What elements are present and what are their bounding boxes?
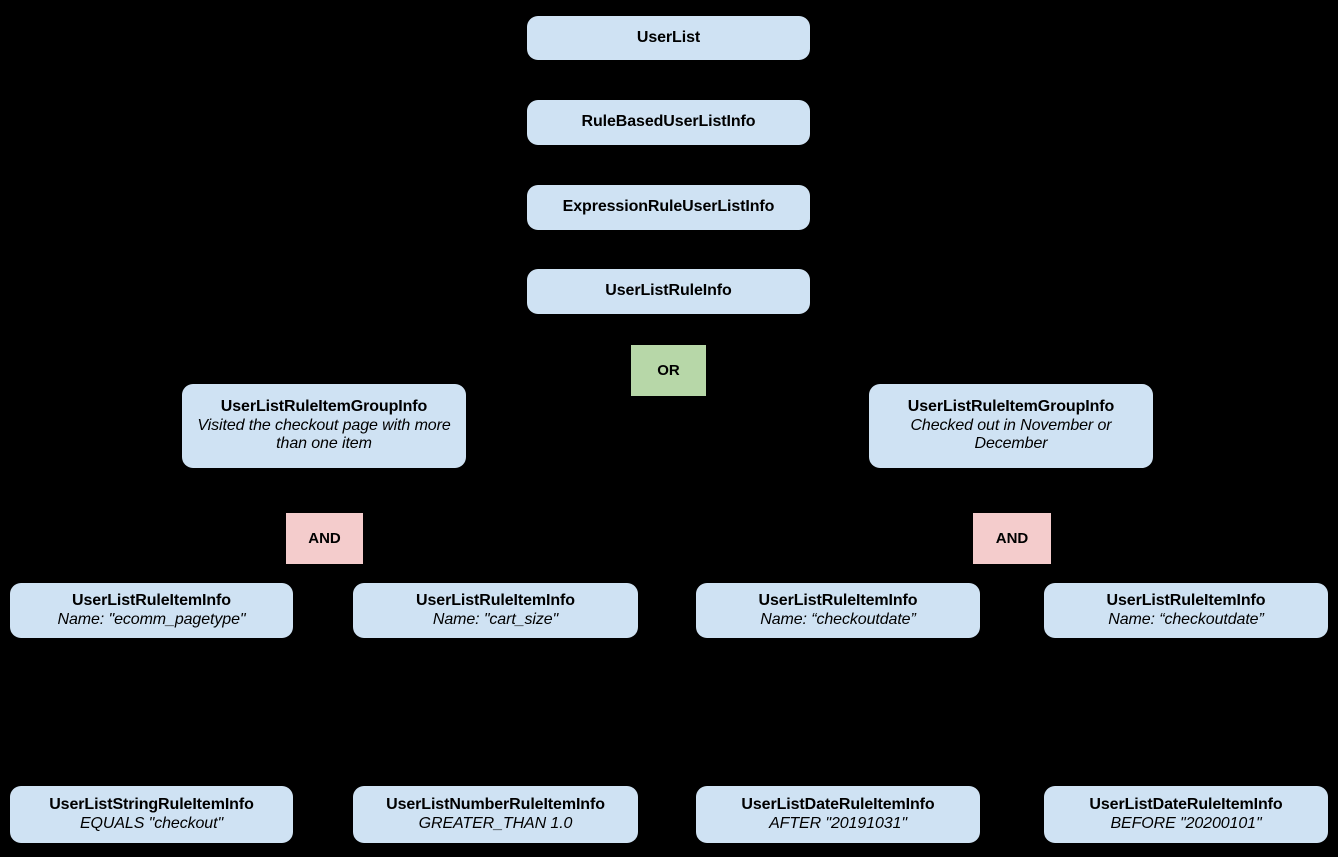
edge-and-left-item1 bbox=[150, 537, 287, 581]
node-rule-item-4-subtitle: Name: “checkoutdate” bbox=[1108, 610, 1264, 628]
node-leaf-date-rule-item-after-title: UserListDateRuleItemInfo bbox=[741, 795, 935, 813]
arrow-item4-leaf4 bbox=[1179, 776, 1193, 789]
node-expressionruleuserlistinfo-title: ExpressionRuleUserListInfo bbox=[562, 198, 775, 216]
node-operator-or[interactable]: OR bbox=[631, 345, 706, 396]
node-leaf-string-rule-item[interactable]: UserListStringRuleItemInfo EQUALS "check… bbox=[10, 786, 293, 843]
node-rule-item-4[interactable]: UserListRuleItemInfo Name: “checkoutdate… bbox=[1044, 583, 1328, 638]
node-group-right-title: UserListRuleItemGroupInfo bbox=[907, 397, 1115, 415]
node-rulebaseduserlistinfo-title: RuleBasedUserListInfo bbox=[581, 113, 756, 131]
node-leaf-date-rule-item-after[interactable]: UserListDateRuleItemInfo AFTER "20191031… bbox=[696, 786, 980, 843]
node-operator-and-right[interactable]: AND bbox=[973, 513, 1051, 564]
arrow-item1-leaf1 bbox=[144, 776, 158, 789]
edge-or-group-left bbox=[323, 366, 631, 381]
node-rule-item-2[interactable]: UserListRuleItemInfo Name: "cart_size" bbox=[353, 583, 638, 638]
node-rule-item-1[interactable]: UserListRuleItemInfo Name: "ecomm_pagety… bbox=[10, 583, 293, 638]
node-rule-item-2-subtitle: Name: "cart_size" bbox=[432, 610, 559, 628]
node-rule-item-2-title: UserListRuleItemInfo bbox=[416, 591, 575, 609]
arrow-userlist-rulebased bbox=[661, 90, 675, 103]
node-userlist[interactable]: UserList bbox=[527, 16, 810, 60]
edge-and-right-item4 bbox=[1050, 537, 1187, 581]
node-group-left-title: UserListRuleItemGroupInfo bbox=[220, 397, 428, 415]
node-leaf-number-rule-item[interactable]: UserListNumberRuleItemInfo GREATER_THAN … bbox=[353, 786, 638, 843]
node-rule-item-1-title: UserListRuleItemInfo bbox=[72, 591, 231, 609]
node-rule-item-1-subtitle: Name: "ecomm_pagetype" bbox=[57, 610, 246, 628]
node-userlist-title: UserList bbox=[636, 28, 701, 46]
node-userlistruleinfo[interactable]: UserListRuleInfo bbox=[527, 269, 810, 314]
arrow-rulebased-expression bbox=[661, 175, 675, 188]
node-rule-item-3-title: UserListRuleItemInfo bbox=[758, 591, 918, 609]
node-rule-item-3[interactable]: UserListRuleItemInfo Name: “checkoutdate… bbox=[696, 583, 980, 638]
node-operator-and-left-label: AND bbox=[308, 529, 341, 547]
node-group-right-subtitle: Checked out in November or December bbox=[910, 416, 1112, 453]
node-rulebaseduserlistinfo[interactable]: RuleBasedUserListInfo bbox=[527, 100, 810, 145]
node-operator-and-left[interactable]: AND bbox=[286, 513, 363, 564]
arrow-item3-leaf3 bbox=[831, 776, 845, 789]
arrow-item2-leaf2 bbox=[488, 776, 502, 789]
edge-and-left-item2 bbox=[362, 537, 496, 581]
edge-or-group-right bbox=[706, 366, 1012, 381]
node-rule-item-4-title: UserListRuleItemInfo bbox=[1106, 591, 1266, 609]
node-leaf-date-rule-item-before-title: UserListDateRuleItemInfo bbox=[1089, 795, 1283, 813]
node-leaf-string-rule-item-subtitle: EQUALS "checkout" bbox=[79, 814, 224, 832]
node-leaf-number-rule-item-title: UserListNumberRuleItemInfo bbox=[386, 795, 605, 813]
node-operator-and-right-label: AND bbox=[995, 529, 1029, 547]
node-userlistruleinfo-title: UserListRuleInfo bbox=[605, 282, 732, 300]
node-leaf-number-rule-item-subtitle: GREATER_THAN 1.0 bbox=[418, 814, 573, 832]
node-leaf-date-rule-item-before[interactable]: UserListDateRuleItemInfo BEFORE "2020010… bbox=[1044, 786, 1328, 843]
node-operator-or-label: OR bbox=[657, 361, 680, 379]
node-rule-item-3-subtitle: Name: “checkoutdate” bbox=[760, 610, 916, 628]
arrow-or-group-left bbox=[315, 370, 333, 386]
arrow-or-group-right bbox=[1002, 370, 1020, 386]
node-expressionruleuserlistinfo[interactable]: ExpressionRuleUserListInfo bbox=[527, 185, 810, 230]
node-leaf-string-rule-item-title: UserListStringRuleItemInfo bbox=[49, 795, 254, 813]
node-group-left[interactable]: UserListRuleItemGroupInfo Visited the ch… bbox=[182, 384, 466, 468]
node-group-left-subtitle: Visited the checkout page with more than… bbox=[197, 416, 451, 453]
edge-and-right-item3 bbox=[837, 537, 974, 581]
node-leaf-date-rule-item-before-subtitle: BEFORE "20200101" bbox=[1110, 814, 1262, 832]
node-group-right[interactable]: UserListRuleItemGroupInfo Checked out in… bbox=[869, 384, 1153, 468]
node-leaf-date-rule-item-after-subtitle: AFTER "20191031" bbox=[769, 814, 907, 832]
